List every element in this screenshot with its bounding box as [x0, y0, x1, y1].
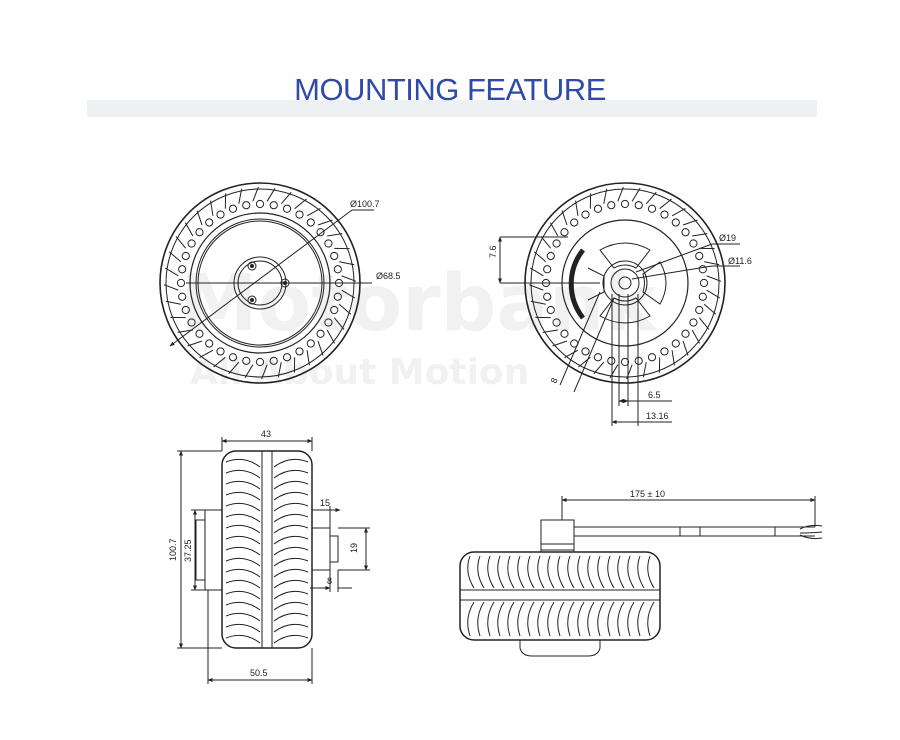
rear-dim-6-5-label: 6.5: [648, 390, 661, 400]
side-width-50-5-label: 50.5: [250, 668, 268, 678]
top-cable-length-label: 175 ± 10: [630, 489, 665, 499]
title-band: [87, 100, 817, 117]
front-view: [159, 182, 374, 384]
side-shaft-15-label: 15: [320, 498, 330, 508]
front-dia-outer-label: Ø100.7: [350, 199, 380, 209]
side-width-43-label: 43: [261, 429, 271, 439]
watermark-slogan: All About Motion: [190, 352, 529, 393]
rear-dim-13-16-label: 13.16: [646, 411, 669, 421]
page-title: MOUNTING FEATURE: [294, 72, 606, 107]
side-view: [177, 437, 370, 684]
side-height-100-7-label: 100.7: [168, 538, 178, 561]
rear-dia-19-label: Ø19: [719, 233, 736, 243]
rear-dim-8-label: 8: [549, 376, 560, 384]
side-shaft-8-label: 8: [327, 576, 332, 586]
rear-dim-top-label: 7.6: [488, 245, 498, 258]
front-dia-hub-label: Ø68.5: [376, 271, 401, 281]
top-view: [459, 496, 823, 657]
side-shaft-19-label: 19: [349, 543, 359, 553]
watermark-logo: Motorbank: [180, 259, 659, 349]
rear-view: [498, 182, 740, 426]
rear-dia-11-6-label: Ø11.6: [728, 256, 752, 266]
side-height-37-25-label: 37.25: [183, 539, 193, 562]
